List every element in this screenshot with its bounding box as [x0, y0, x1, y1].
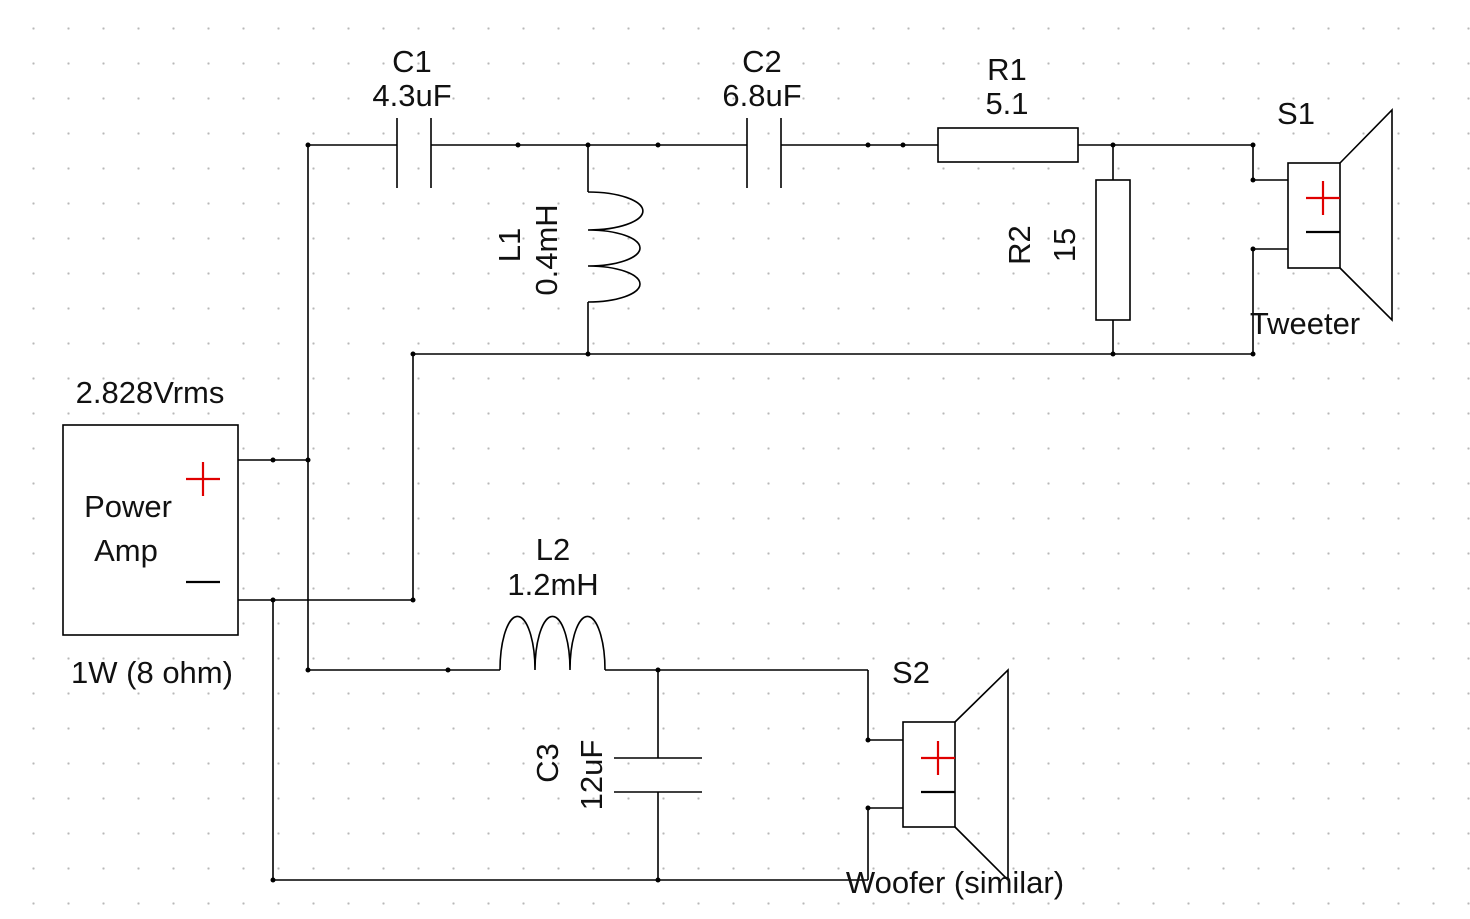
- amp-voltage: 2.828Vrms: [76, 375, 225, 410]
- power-amp[interactable]: Power Amp 2.828Vrms 1W (8 ohm): [62, 375, 239, 690]
- l1-name: L1: [492, 228, 527, 262]
- c3-value: 12uF: [574, 740, 609, 811]
- inductor-l2[interactable]: L2 1.2mH: [499, 532, 606, 671]
- c2-value: 6.8uF: [722, 78, 801, 113]
- r2-name: R2: [1002, 225, 1037, 265]
- amp-rating: 1W (8 ohm): [71, 655, 233, 690]
- c2-name: C2: [742, 44, 782, 79]
- l2-value: 1.2mH: [507, 567, 598, 602]
- amp-label-line1: Power: [84, 489, 172, 524]
- c1-name: C1: [392, 44, 432, 79]
- junction-dots: [270, 142, 1256, 883]
- r1-value: 5.1: [985, 86, 1028, 121]
- amp-label-line2: Amp: [94, 533, 158, 568]
- s1-caption: Tweeter: [1250, 306, 1360, 341]
- s1-name: S1: [1277, 96, 1315, 131]
- s2-name: S2: [892, 655, 930, 690]
- c1-value: 4.3uF: [372, 78, 451, 113]
- resistor-r2[interactable]: R2 15: [1002, 179, 1131, 321]
- l2-name: L2: [536, 532, 570, 567]
- s2-caption: Woofer (similar): [846, 865, 1064, 900]
- capacitor-c3[interactable]: C3 12uF: [530, 740, 702, 811]
- capacitor-c2[interactable]: C2 6.8uF: [722, 44, 802, 188]
- r1-name: R1: [987, 52, 1027, 87]
- r2-value: 15: [1047, 228, 1082, 262]
- c3-name: C3: [530, 743, 565, 783]
- l1-value: 0.4mH: [529, 204, 564, 295]
- resistor-r1[interactable]: R1 5.1: [937, 52, 1079, 163]
- speaker-s2[interactable]: S2 Woofer (similar): [846, 655, 1064, 900]
- speaker-s1[interactable]: S1 Tweeter: [1250, 96, 1393, 341]
- inductor-l1[interactable]: L1 0.4mH: [492, 191, 644, 303]
- capacitor-c1[interactable]: C1 4.3uF: [372, 44, 452, 188]
